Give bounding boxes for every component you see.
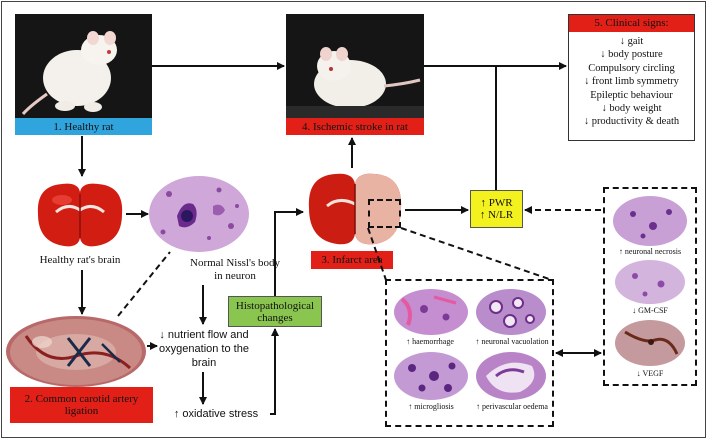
- ischemic-rat-photo: [286, 14, 424, 118]
- healthy-rat-photo: [15, 14, 152, 118]
- clinical-signs-title: 5. Clinical signs:: [569, 15, 694, 32]
- clinical-signs-box: 5. Clinical signs: ↓ gait ↓ body posture…: [568, 14, 695, 141]
- arrow-histo-to-infarct: [274, 208, 304, 296]
- microgliosis-caption: ↑ microgliosis: [408, 402, 454, 411]
- necrosis-photo: [613, 196, 687, 246]
- arrow-oxidative-to-histo: [270, 328, 279, 415]
- healthy-rat-label: 1. Healthy rat: [15, 118, 152, 135]
- vacuolation-caption: ↑ neuronal vacuolation: [475, 337, 549, 346]
- dashed-ligation-to-nissl: [117, 251, 171, 317]
- clinical-sign-item: ↓ body posture: [600, 49, 663, 61]
- ligation-label: 2. Common carotid artery ligation: [10, 387, 153, 423]
- ligation-photo: [6, 316, 146, 387]
- oxidative-caption: ↑ oxidative stress: [173, 408, 259, 420]
- pwr-nlr-box: ↑ PWR ↑ N/LR: [470, 190, 523, 228]
- dashed-zoom-to-panel-right: [400, 227, 553, 281]
- clinical-sign-item: Epileptic behaviour: [590, 89, 673, 101]
- healthy-brain-caption: Healthy rat's brain: [39, 254, 121, 266]
- ischemic-stroke-label: 4. Ischemic stroke in rat: [286, 118, 424, 135]
- vacuolation-photo: [476, 289, 546, 335]
- vegf-photo: [615, 320, 685, 366]
- vegf-caption: ↓ VEGF: [636, 369, 664, 378]
- nutrient-caption: ↓ nutrient flow and oxygenation to the b…: [159, 329, 249, 369]
- clinical-sign-item: ↓ productivity & death: [583, 116, 680, 128]
- nlr-text: ↑ N/LR: [479, 209, 514, 221]
- gmcsf-caption: ↓ GM-CSF: [632, 306, 668, 315]
- haemorrhage-photo: [394, 289, 468, 335]
- dashed-zoom-to-panel-left: [367, 227, 387, 281]
- healthy-brain-photo: [34, 180, 126, 250]
- necrosis-caption: ↑ neuronal necrosis: [618, 247, 682, 256]
- clinical-sign-item: ↓ front limb symmetry: [584, 76, 679, 88]
- infarct-area-label: 3. Infarct area: [311, 251, 393, 269]
- pwr-text: ↑ PWR: [480, 197, 513, 209]
- clinical-sign-item: ↓ gait: [619, 36, 644, 47]
- oedema-caption: ↑ perivascular oedema: [476, 402, 548, 411]
- microgliosis-photo: [394, 352, 468, 400]
- markers-panel: [603, 187, 697, 386]
- histopathology-panel: [385, 279, 554, 427]
- clinical-sign-item: Compulsory circling: [588, 62, 675, 74]
- clinical-sign-item: ↓ body weight: [601, 103, 662, 115]
- infarct-zoom-box: [368, 199, 401, 228]
- clinical-signs-list: ↓ gait ↓ body posture Compulsory circlin…: [569, 35, 694, 129]
- gmcsf-photo: [615, 260, 685, 304]
- oedema-photo: [476, 352, 546, 400]
- nissl-caption: Normal Nissl's body in neuron: [190, 257, 280, 282]
- nissl-neuron-photo: [149, 176, 249, 252]
- histopathological-label: Histopathological changes: [228, 296, 322, 327]
- haemorrhage-caption: ↑ haemorrhage: [406, 337, 454, 346]
